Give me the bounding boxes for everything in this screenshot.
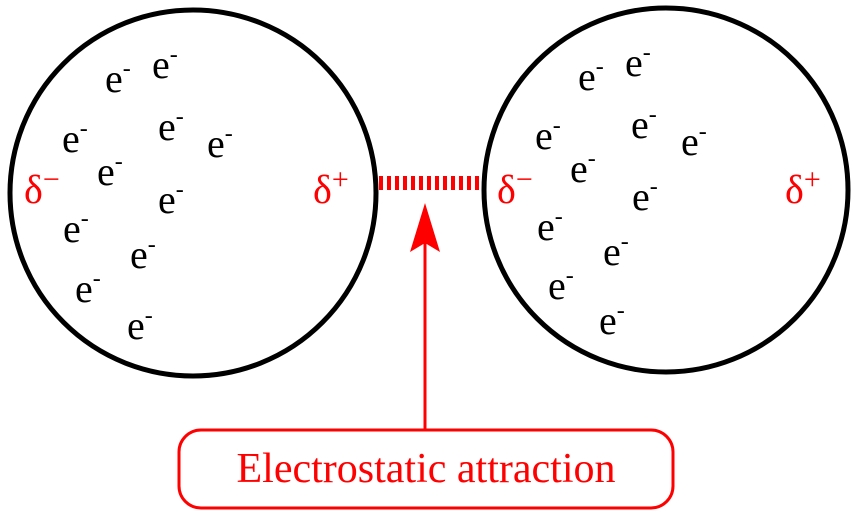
partial-negative-charge-right: δ− <box>497 163 533 212</box>
electron: e- <box>127 303 153 348</box>
electron: e- <box>62 116 88 161</box>
partial-positive-charge-right: δ+ <box>785 163 821 212</box>
arrowhead-icon <box>410 203 440 252</box>
electron: e- <box>97 149 123 194</box>
molecule-right-outline <box>481 5 851 375</box>
electron: e- <box>535 113 561 158</box>
partial-negative-charge-left: δ− <box>24 163 60 212</box>
callout-label: Electrostatic attraction <box>237 446 616 492</box>
electron: e- <box>130 232 156 277</box>
molecule-right-electrons: e- e- e- e- e- e- e- e- e- e- e- <box>535 40 707 343</box>
molecule-right: e- e- e- e- e- e- e- e- e- e- e- δ− δ+ <box>481 5 851 375</box>
electron: e- <box>158 177 184 222</box>
electron: e- <box>681 119 707 164</box>
partial-positive-charge-left: δ+ <box>313 163 349 212</box>
electron: e- <box>603 229 629 274</box>
electron: e- <box>207 121 233 166</box>
electron: e- <box>578 54 604 99</box>
electron: e- <box>632 174 658 219</box>
molecule-left: e- e- e- e- e- e- e- e- e- e- e- δ− δ+ <box>7 7 379 379</box>
electron: e- <box>158 104 184 149</box>
electron: e- <box>570 146 596 191</box>
molecule-left-electrons: e- e- e- e- e- e- e- e- e- e- e- <box>62 42 233 348</box>
electron: e- <box>625 40 651 85</box>
electron: e- <box>75 266 101 311</box>
callout-box: Electrostatic attraction <box>177 428 675 510</box>
callout-arrow <box>410 203 440 430</box>
electron: e- <box>631 102 657 147</box>
electron: e- <box>63 206 89 251</box>
molecule-left-outline <box>7 7 379 379</box>
electron: e- <box>152 42 178 87</box>
electron: e- <box>548 263 574 308</box>
electron: e- <box>105 56 131 101</box>
electron: e- <box>537 204 563 249</box>
electron: e- <box>599 298 625 343</box>
callout-box-outline <box>177 428 675 510</box>
